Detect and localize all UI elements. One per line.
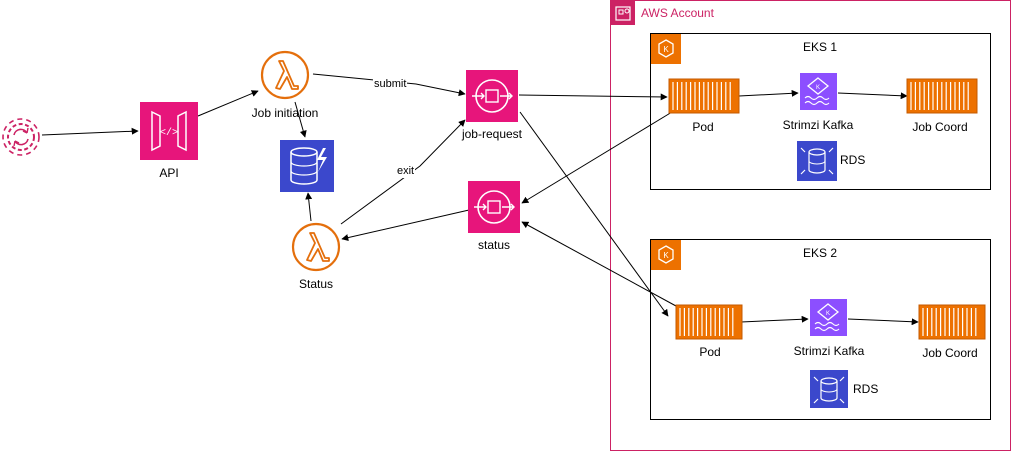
edge-statusq-status bbox=[341, 209, 470, 242]
eventbridge-scheduler-icon[interactable] bbox=[2, 118, 40, 156]
edge-kafka2-coord2 bbox=[847, 318, 919, 326]
kafka2-label: Strimzi Kafka bbox=[793, 344, 865, 358]
job-request-label: job-request bbox=[461, 127, 523, 141]
rds1-label: RDS bbox=[840, 153, 866, 167]
edge-status-jobrequest bbox=[340, 119, 466, 225]
lambda-icon[interactable] bbox=[260, 50, 310, 100]
edge-jobrequest-pod2 bbox=[519, 111, 669, 317]
coord2-label: Job Coord bbox=[922, 346, 978, 360]
aws-account-group-icon bbox=[611, 1, 635, 25]
edge-pod1-statusq bbox=[521, 111, 673, 204]
pod2-label: Pod bbox=[699, 345, 721, 359]
svg-text:K: K bbox=[816, 85, 820, 91]
edges bbox=[41, 73, 919, 326]
eks2-group bbox=[650, 239, 991, 420]
kafka1-label: Strimzi Kafka bbox=[782, 118, 854, 132]
edge-kafka1-coord1 bbox=[837, 92, 908, 100]
container-icon[interactable] bbox=[906, 78, 978, 114]
lambda-icon[interactable] bbox=[291, 222, 341, 272]
edge-event-api bbox=[41, 127, 139, 136]
edge-pod2-kafka2 bbox=[740, 315, 809, 323]
eks2-title: EKS 2 bbox=[802, 246, 838, 260]
edge-label-exit: exit bbox=[396, 165, 416, 178]
api-label: API bbox=[159, 166, 179, 180]
coord1-label: Job Coord bbox=[912, 120, 968, 134]
rds2-label: RDS bbox=[853, 382, 879, 396]
sqs-queue-icon[interactable] bbox=[466, 70, 518, 122]
edge-jobinit-dynamo bbox=[294, 101, 307, 138]
edge-jobrequest-pod1 bbox=[518, 93, 668, 101]
eks1-title: EKS 1 bbox=[802, 40, 838, 54]
status-function-label: Status bbox=[298, 277, 334, 291]
container-icon[interactable] bbox=[675, 304, 743, 340]
svg-text:</>: </> bbox=[160, 127, 178, 139]
job-initiation-label: Job initiation bbox=[251, 106, 319, 120]
status-queue-label: status bbox=[477, 238, 510, 252]
eks1-group bbox=[650, 33, 991, 190]
svg-text:K: K bbox=[663, 45, 669, 54]
container-icon[interactable] bbox=[668, 78, 740, 114]
edge-jobinit-jobrequest bbox=[312, 73, 466, 97]
rds-icon[interactable] bbox=[797, 141, 837, 181]
eks-icon: K bbox=[651, 240, 681, 270]
sqs-queue-icon[interactable] bbox=[468, 181, 520, 233]
aws-account-title: AWS Account bbox=[641, 6, 714, 20]
kafka-icon[interactable]: K bbox=[800, 73, 837, 110]
edge-api-jobinit bbox=[197, 90, 259, 117]
kafka-icon[interactable]: K bbox=[810, 299, 847, 336]
dynamodb-icon[interactable] bbox=[280, 140, 334, 192]
pod1-label: Pod bbox=[692, 120, 714, 134]
svg-text:K: K bbox=[663, 251, 669, 260]
eks-icon: K bbox=[651, 34, 681, 64]
rds-icon[interactable] bbox=[810, 370, 848, 408]
svg-text:K: K bbox=[826, 311, 830, 317]
container-icon[interactable] bbox=[918, 304, 986, 340]
api-gateway-icon[interactable]: </> bbox=[140, 102, 198, 160]
edge-status-dynamo bbox=[305, 192, 313, 222]
edge-label-submit: submit bbox=[373, 78, 408, 91]
edge-pod1-kafka1 bbox=[738, 89, 799, 97]
edge-pod2-statusq bbox=[521, 221, 677, 307]
